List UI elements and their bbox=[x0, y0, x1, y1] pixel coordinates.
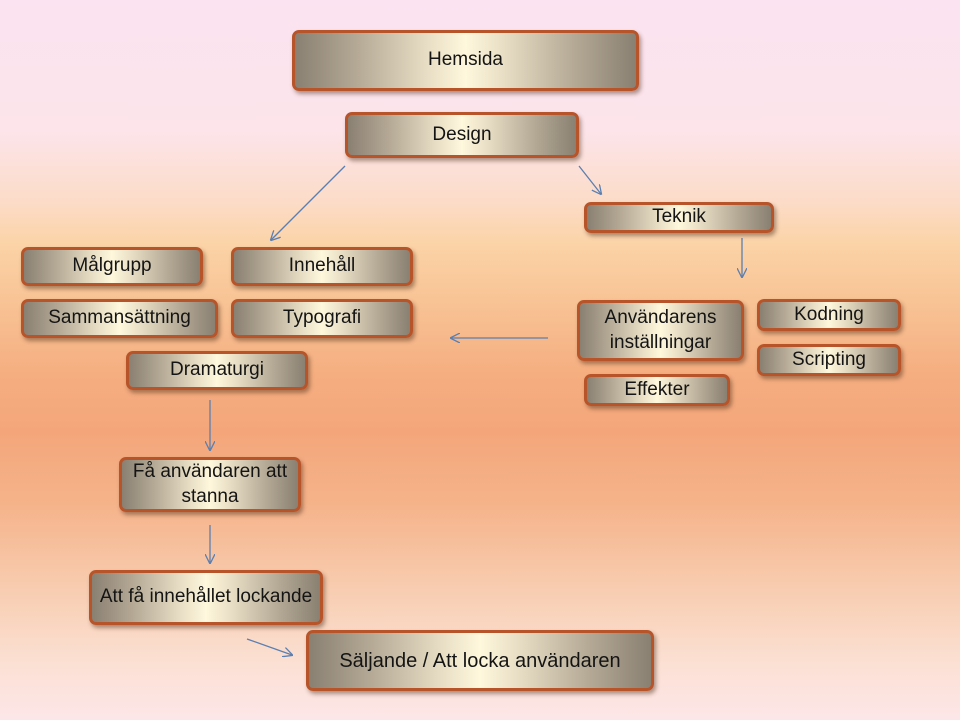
node-design: Design bbox=[345, 112, 579, 158]
node-sammansattning: Sammansättning bbox=[21, 299, 218, 338]
node-kodning: Kodning bbox=[757, 299, 901, 331]
node-att-fa-innehallet: Att få innehållet lockande bbox=[89, 570, 323, 625]
arrow-design-to-innehall bbox=[271, 165, 346, 240]
node-scripting: Scripting bbox=[757, 344, 901, 376]
arrow-design-to-teknik bbox=[578, 165, 601, 194]
node-typografi: Typografi bbox=[231, 299, 413, 338]
node-effekter-label: Effekter bbox=[624, 378, 690, 400]
node-kodning-label: Kodning bbox=[794, 303, 864, 325]
node-fa-anvandaren: Få användaren att stanna bbox=[119, 457, 301, 512]
node-innehall-label: Innehåll bbox=[288, 255, 356, 277]
node-scripting-label: Scripting bbox=[792, 348, 866, 370]
node-dramaturgi: Dramaturgi bbox=[126, 351, 308, 390]
node-saljande-label: Säljande / Att locka användaren bbox=[339, 649, 621, 672]
node-design-label: Design bbox=[432, 123, 492, 145]
node-hemsida-label: Hemsida bbox=[428, 49, 503, 71]
node-effekter: Effekter bbox=[584, 374, 730, 406]
node-teknik-label: Teknik bbox=[652, 206, 706, 228]
node-fa-anvandaren-label: Få användaren att stanna bbox=[132, 460, 288, 507]
node-saljande: Säljande / Att locka användaren bbox=[306, 630, 654, 691]
node-anvandarens-installningar-label: Användarens inställningar bbox=[604, 306, 717, 353]
node-malgrupp: Målgrupp bbox=[21, 247, 203, 286]
node-sammansattning-label: Sammansättning bbox=[48, 307, 191, 329]
node-hemsida: Hemsida bbox=[292, 30, 639, 91]
node-typografi-label: Typografi bbox=[282, 307, 362, 329]
arrow-att-fa-to-saljande bbox=[246, 638, 292, 655]
node-malgrupp-label: Målgrupp bbox=[72, 255, 152, 277]
node-dramaturgi-label: Dramaturgi bbox=[170, 359, 264, 381]
node-anvandarens-installningar: Användarens inställningar bbox=[577, 300, 744, 361]
node-teknik: Teknik bbox=[584, 202, 774, 233]
node-innehall: Innehåll bbox=[231, 247, 413, 286]
node-att-fa-innehallet-label: Att få innehållet lockande bbox=[99, 586, 313, 608]
